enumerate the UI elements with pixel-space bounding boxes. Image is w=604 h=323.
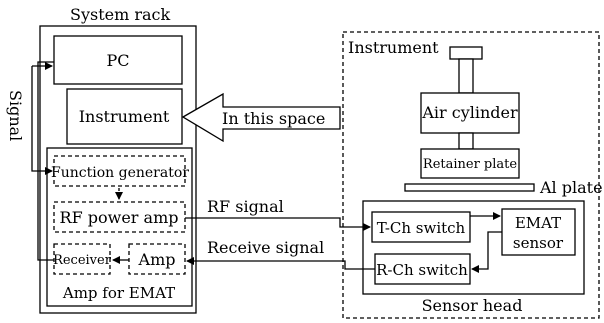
amp-for-emat-box bbox=[46, 147, 193, 307]
instrument-label: Instrument bbox=[79, 107, 170, 126]
sensor-head-box bbox=[362, 200, 585, 295]
system-rack-label: System rack bbox=[70, 5, 171, 24]
cylinder-rod-bottom bbox=[458, 132, 474, 150]
receive-signal-label: Receive signal bbox=[207, 238, 324, 257]
amp-box bbox=[128, 243, 186, 275]
rf-power-amp-label: RF power amp bbox=[60, 208, 179, 227]
cylinder-cap bbox=[449, 46, 483, 60]
r-ch-switch-box bbox=[374, 253, 471, 285]
retainer-plate-label: Retainer plate bbox=[423, 157, 517, 172]
r-ch-switch-label: R-Ch switch bbox=[376, 261, 468, 279]
al-plate-label: Al plate bbox=[539, 178, 603, 197]
rf-signal-label: RF signal bbox=[207, 197, 284, 216]
pc-label: PC bbox=[106, 51, 129, 70]
instrument-box bbox=[66, 88, 183, 145]
air-cylinder-box bbox=[420, 92, 520, 134]
instrument-area-box bbox=[342, 31, 600, 319]
t-ch-switch-box bbox=[371, 211, 471, 243]
retainer-plate-box bbox=[420, 148, 520, 179]
in-this-space-arrow bbox=[181, 92, 341, 143]
receive-signal-line bbox=[186, 257, 375, 270]
rf-power-amp-box bbox=[53, 201, 186, 233]
air-cylinder-label: Air cylinder bbox=[421, 103, 518, 122]
signal-label: Signal bbox=[6, 90, 25, 141]
cylinder-rod-top bbox=[458, 58, 474, 94]
in-this-space-label: In this space bbox=[222, 109, 325, 128]
emat-sensor-label-line2: sensor bbox=[513, 234, 564, 252]
emat-sensor-box bbox=[501, 208, 576, 256]
system-rack-box bbox=[39, 25, 197, 314]
rf-signal-line bbox=[185, 217, 371, 231]
receiver-label: Receiver bbox=[53, 253, 112, 268]
emat-to-rch-arrow bbox=[471, 231, 502, 273]
amp-for-emat-label: Amp for EMAT bbox=[62, 284, 175, 302]
receiver-box bbox=[53, 243, 111, 275]
sensor-head-label: Sensor head bbox=[422, 296, 523, 315]
function-generator-box bbox=[53, 155, 186, 187]
instrument-area-label: Instrument bbox=[348, 38, 439, 57]
function-generator-label: Function generator bbox=[51, 165, 189, 181]
signal-line-inner bbox=[31, 66, 53, 175]
amp-label: Amp bbox=[138, 250, 176, 269]
pc-box bbox=[53, 35, 183, 85]
emat-sensor-label-line1: EMAT bbox=[515, 214, 561, 232]
al-plate-bar bbox=[404, 183, 535, 192]
t-ch-switch-label: T-Ch switch bbox=[377, 219, 466, 237]
